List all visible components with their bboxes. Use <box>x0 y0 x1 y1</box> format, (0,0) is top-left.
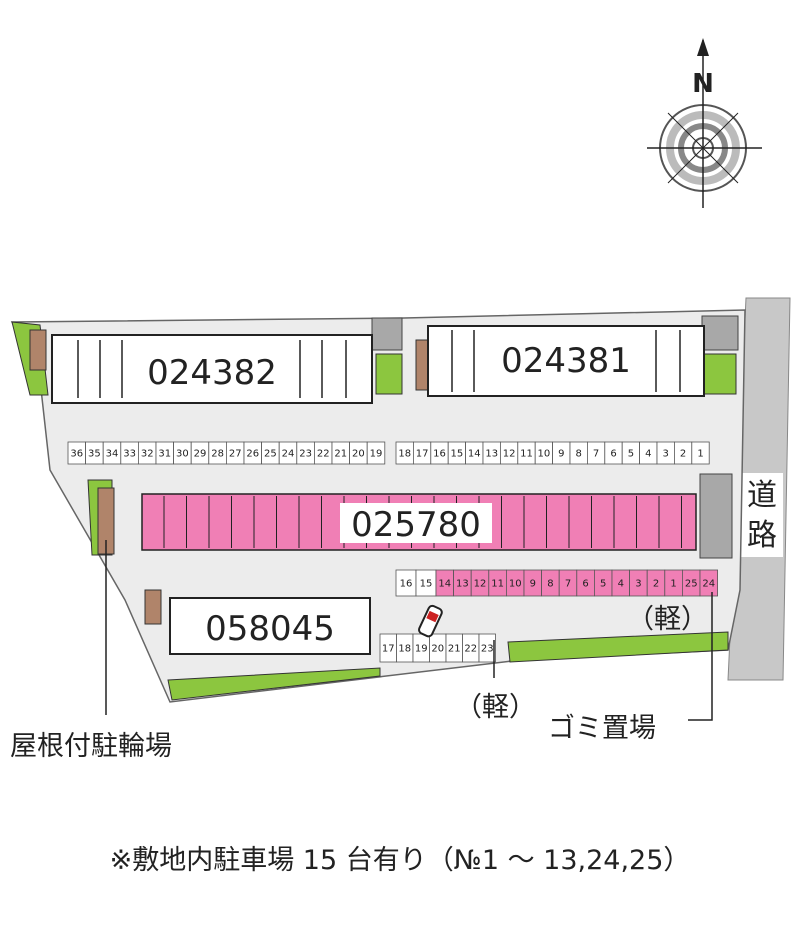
north-label: N <box>692 69 714 99</box>
building-024381: 024381 <box>427 325 705 397</box>
parking-space-number: 25 <box>685 579 698 590</box>
building-label-024382: 024382 <box>147 353 277 393</box>
parking-space-number: 10 <box>509 579 522 590</box>
parking-space-number: 10 <box>538 449 551 460</box>
parking-space-number: 1 <box>697 449 703 460</box>
parking-space-number: 4 <box>618 579 624 590</box>
road-label-1: 道 <box>747 478 777 513</box>
parking-space-number: 21 <box>334 449 347 460</box>
parking-space-number: 27 <box>229 449 242 460</box>
parking-space-number: 17 <box>416 449 429 460</box>
parking-space-number: 18 <box>398 644 411 655</box>
building-label-024381: 024381 <box>501 341 631 381</box>
parking-row-top-left: 36 35 34 33 32 31 30 29 28 27 26 25 24 23 22 21 20 19 <box>67 441 386 465</box>
parking-space-number: 7 <box>565 579 571 590</box>
parking-space-number: 5 <box>628 449 634 460</box>
parking-space-number: 2 <box>653 579 659 590</box>
parking-space-number: 11 <box>491 579 504 590</box>
parking-space-number: 17 <box>382 644 395 655</box>
parking-space <box>691 441 710 465</box>
parking-space-number: 24 <box>702 579 715 590</box>
bike-shelter-label: 屋根付駐輪場 <box>10 731 172 762</box>
parking-space-number: 25 <box>264 449 277 460</box>
parking-space-number: 21 <box>448 644 461 655</box>
parking-space-number: 3 <box>663 449 669 460</box>
parking-space-number: 33 <box>123 449 136 460</box>
parking-space-number: 5 <box>600 579 606 590</box>
parking-space-number: 28 <box>211 449 224 460</box>
kei-label-bottom: （軽） <box>455 692 536 723</box>
kei-label-right: （軽） <box>627 604 708 635</box>
building-058045: 058045 <box>169 597 371 655</box>
parking-space-number: 18 <box>398 449 411 460</box>
parking-space-number: 31 <box>158 449 171 460</box>
parking-space-number: 16 <box>433 449 446 460</box>
parking-space-number: 26 <box>246 449 259 460</box>
parking-space-number: 13 <box>485 449 498 460</box>
paving-tiles <box>371 315 739 559</box>
parking-space-number: 35 <box>88 449 101 460</box>
parking-space-number: 7 <box>593 449 599 460</box>
garbage-area-label: ゴミ置場 <box>548 713 656 744</box>
bike-shelters <box>29 329 431 625</box>
parking-space-number: 15 <box>451 449 464 460</box>
compass: N <box>647 38 762 208</box>
parking-space-number: 1 <box>670 579 676 590</box>
parking-space-number: 12 <box>474 579 487 590</box>
parking-space-number: 23 <box>299 449 312 460</box>
building-025780: 025780 <box>141 493 697 551</box>
parking-space-number: 16 <box>400 579 413 590</box>
parking-space <box>478 633 496 663</box>
parking-space-number: 9 <box>558 449 564 460</box>
north-arrow-icon <box>697 38 709 56</box>
parking-space-number: 13 <box>456 579 469 590</box>
parking-space-number: 12 <box>503 449 516 460</box>
parking-space-number: 2 <box>680 449 686 460</box>
road-label-2: 路 <box>747 518 777 553</box>
parking-space-number: 19 <box>415 644 428 655</box>
parking-space-number: 32 <box>141 449 154 460</box>
building-024382: 024382 <box>51 334 373 404</box>
parking-space-number: 22 <box>317 449 330 460</box>
building-label-058045: 058045 <box>205 609 335 649</box>
parking-space-number: 24 <box>282 449 295 460</box>
parking-space-number: 30 <box>176 449 189 460</box>
parking-space-number: 23 <box>481 644 494 655</box>
parking-space-number: 22 <box>464 644 477 655</box>
parking-space-number: 9 <box>530 579 536 590</box>
parking-space-number: 8 <box>547 579 553 590</box>
parking-space-number: 14 <box>438 579 451 590</box>
parking-space <box>366 441 386 465</box>
parking-space-number: 20 <box>431 644 444 655</box>
parking-note: ※敷地内駐車場 15 台有り（№1 ～ 13,24,25） <box>109 845 691 876</box>
parking-space-number: 34 <box>106 449 119 460</box>
parking-space-number: 14 <box>468 449 481 460</box>
car-icon <box>418 604 443 638</box>
parking-space-number: 36 <box>70 449 83 460</box>
parking-space-number: 4 <box>645 449 651 460</box>
parking-space-number: 3 <box>635 579 641 590</box>
parking-space <box>699 569 719 597</box>
building-label-025780: 025780 <box>351 505 481 545</box>
parking-space-number: 20 <box>352 449 365 460</box>
parking-space-number: 8 <box>576 449 582 460</box>
parking-space-number: 29 <box>194 449 207 460</box>
parking-space-number: 15 <box>420 579 433 590</box>
parking-space-number: 19 <box>370 449 383 460</box>
leader-lines <box>105 540 713 721</box>
parking-space-number: 6 <box>582 579 588 590</box>
parking-space-number: 11 <box>520 449 533 460</box>
parking-space-number: 6 <box>610 449 616 460</box>
